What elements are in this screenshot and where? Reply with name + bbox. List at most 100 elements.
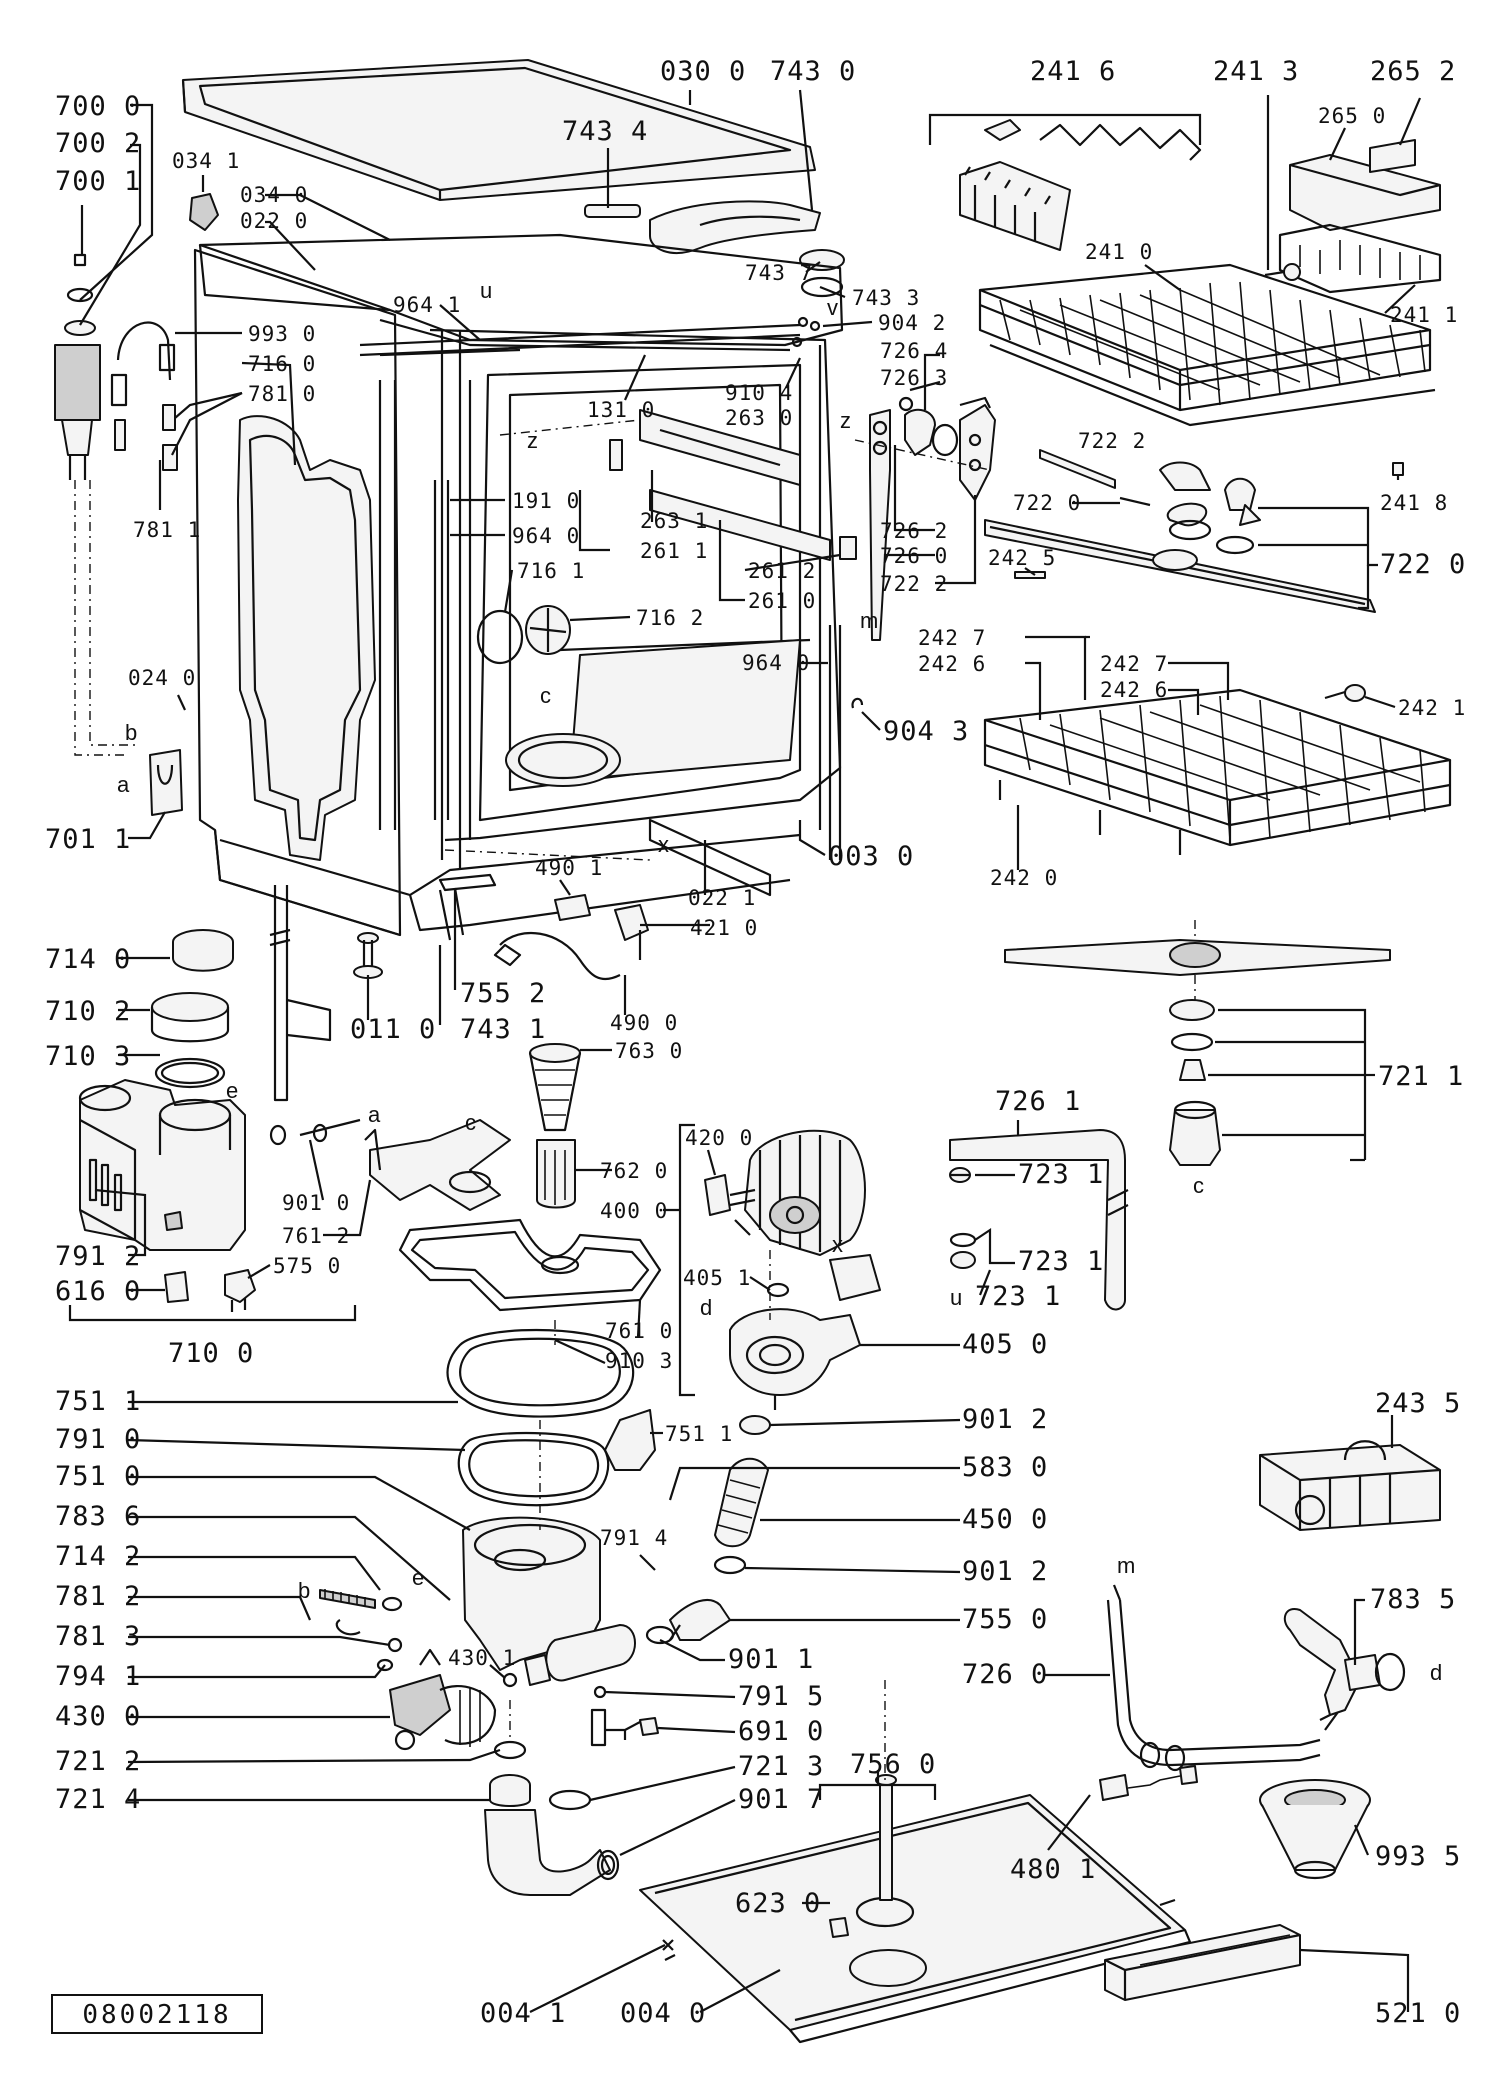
- label-490-1: 490 1: [535, 856, 603, 880]
- label-901-7: 901 7: [738, 1784, 824, 1815]
- label-242-6a: 242 6: [918, 652, 986, 676]
- label-480-1: 480 1: [1010, 1854, 1096, 1885]
- cutlery-basket-243: [1259, 1440, 1441, 1531]
- screw-004-1: [662, 1939, 674, 1951]
- bracket-701-1: [149, 749, 183, 816]
- label-910-3: 910 3: [605, 1349, 673, 1373]
- label-762-0: 762 0: [600, 1159, 668, 1183]
- label-901-1: 901 1: [728, 1644, 814, 1675]
- label-420-0: 420 0: [685, 1126, 753, 1150]
- label-030-0: 030 0: [660, 56, 746, 87]
- label-751-0: 751 0: [55, 1461, 141, 1492]
- label-716-1: 716 1: [517, 559, 585, 583]
- label-783-5: 783 5: [1370, 1584, 1456, 1615]
- label-623-0: 623 0: [735, 1888, 821, 1919]
- clip-034-1: [189, 193, 219, 231]
- label-726-0: 726 0: [880, 544, 948, 568]
- label-022-1: 022 1: [688, 886, 756, 910]
- connector-letter-u: u: [480, 278, 492, 303]
- label-781-0: 781 0: [248, 382, 316, 406]
- label-763-0: 763 0: [615, 1039, 683, 1063]
- label-242-7b: 242 7: [1100, 652, 1168, 676]
- label-761-0: 761 0: [605, 1319, 673, 1343]
- label-575-0: 575 0: [273, 1254, 341, 1278]
- connector-letter-c: c: [1193, 1173, 1204, 1198]
- label-726-3: 726 3: [880, 366, 948, 390]
- inlet-valve-700: [54, 253, 178, 480]
- door-switch-490: [493, 894, 649, 981]
- upper-spray-arm: [984, 449, 1376, 613]
- label-723-1c: 723 1: [975, 1281, 1061, 1312]
- label-901-2a: 901 2: [962, 1404, 1048, 1435]
- label-993-0: 993 0: [248, 322, 316, 346]
- label-964-0b: 964 0: [742, 651, 810, 675]
- label-716-0: 716 0: [248, 352, 316, 376]
- label-003-0: 003 0: [828, 841, 914, 872]
- label-583-0: 583 0: [962, 1452, 1048, 1483]
- label-242-5: 242 5: [988, 546, 1056, 570]
- reference-lines: [74, 419, 1196, 1780]
- connector-letter-e: e: [226, 1078, 238, 1103]
- connector-letter-x: x: [658, 832, 669, 857]
- wash-pump-400: [704, 1129, 881, 1410]
- rail-brackets: [609, 409, 857, 860]
- label-761-2: 761 2: [282, 1224, 350, 1248]
- label-024-0: 024 0: [128, 666, 196, 690]
- drain-hose-guide: [269, 885, 332, 1102]
- label-743-3: 743 3: [852, 286, 920, 310]
- label-421-0: 421 0: [690, 916, 758, 940]
- connector-letter-z: z: [527, 428, 538, 453]
- label-242-7a: 242 7: [918, 626, 986, 650]
- salt-window-716: [476, 605, 571, 665]
- label-400-0: 400 0: [600, 1199, 668, 1223]
- label-755-2: 755 2: [460, 978, 546, 1009]
- cabinet-body: [193, 233, 844, 937]
- label-241-0: 241 0: [1085, 240, 1153, 264]
- label-700-2: 700 2: [55, 128, 141, 159]
- label-521-0: 521 0: [1375, 1998, 1461, 2029]
- label-034-0: 034 0: [240, 183, 308, 207]
- connector-letter-m: m: [1117, 1553, 1135, 1578]
- label-743-7: 743 7: [745, 261, 813, 285]
- upper-basket: [978, 263, 1436, 427]
- label-242-6b: 242 6: [1100, 678, 1168, 702]
- foot-011: [353, 932, 383, 979]
- label-721-1: 721 1: [1378, 1061, 1464, 1092]
- connector-letter-c: c: [540, 683, 551, 708]
- label-964-0: 964 0: [512, 524, 580, 548]
- label-405-0: 405 0: [962, 1329, 1048, 1360]
- label-721-2: 721 2: [55, 1746, 141, 1777]
- label-191-0: 191 0: [512, 489, 580, 513]
- connector-letter-v: v: [827, 295, 838, 320]
- lower-basket: [983, 688, 1452, 855]
- label-743-4: 743 4: [562, 116, 648, 147]
- label-723-1a: 723 1: [1018, 1159, 1104, 1190]
- connector-letter-d: d: [1430, 1660, 1442, 1685]
- label-783-6: 783 6: [55, 1501, 141, 1532]
- drain-pump-430: [376, 1648, 497, 1751]
- label-261-1: 261 1: [640, 539, 708, 563]
- check-valve-430-1: [502, 1654, 551, 1688]
- label-241-6: 241 6: [1030, 56, 1116, 87]
- door-hinge-726: [869, 396, 996, 641]
- connector-letter-b: b: [298, 1578, 310, 1603]
- label-721-3: 721 3: [738, 1751, 824, 1782]
- label-710-0: 710 0: [168, 1338, 254, 1369]
- label-904-3: 904 3: [883, 716, 969, 747]
- label-794-1: 794 1: [55, 1661, 141, 1692]
- connector-letters: z z u v m c b a x a e c c x d u b e m d: [117, 278, 1442, 1685]
- label-901-0: 901 0: [282, 1191, 350, 1215]
- label-781-3: 781 3: [55, 1621, 141, 1652]
- sump-751: [446, 1328, 656, 1682]
- label-722-2b: 722 2: [1078, 429, 1146, 453]
- label-700-0: 700 0: [55, 91, 141, 122]
- label-700-1: 700 1: [55, 166, 141, 197]
- leader-lines: [68, 89, 1422, 2013]
- sensor-691: [590, 1685, 659, 1747]
- drawing-reference-box: 08002118: [51, 1994, 263, 2034]
- filter-761-762-763: [364, 1043, 582, 1211]
- label-004-0: 004 0: [620, 1998, 706, 2029]
- label-791-4: 791 4: [600, 1526, 668, 1550]
- label-263-1: 263 1: [640, 509, 708, 533]
